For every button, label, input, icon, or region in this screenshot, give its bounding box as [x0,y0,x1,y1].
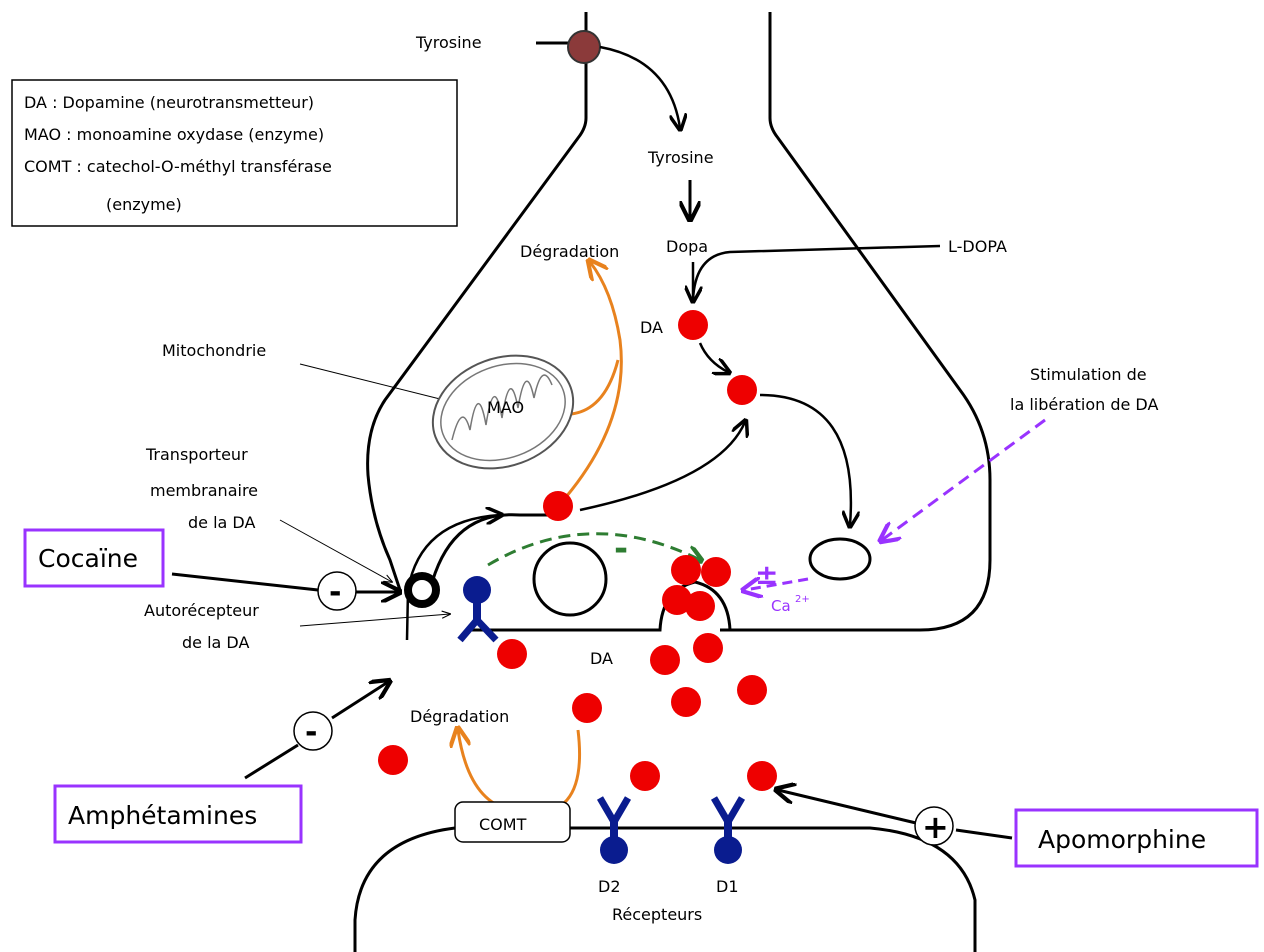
vesicle-right [810,539,870,579]
dopamine-dot [685,591,715,621]
mitochondrie-pointer [300,364,452,402]
cocaine-arrow-1 [172,574,318,590]
dopamine-dot [630,761,660,791]
recepteurs-label: Récepteurs [612,905,702,924]
degradation-bottom-arrow [458,730,580,813]
mitochondrie-label: Mitochondrie [162,341,266,360]
tyrosine-top-label: Tyrosine [415,33,482,52]
comt-label: COMT [479,815,527,834]
dopamine-dot [543,491,573,521]
apomorphine-label: Apomorphine [1038,825,1206,854]
l-dopa-arrow [693,246,940,300]
da-step-arrow [700,343,728,372]
amphetamines-label: Amphétamines [68,801,257,830]
legend-line-4: (enzyme) [106,195,182,214]
legend-line-1: DA : Dopamine (neurotransmetteur) [24,93,314,112]
autoreceptor-minus-sign: - [614,529,628,569]
postsynaptic-membrane [355,828,975,952]
amphetamines-arrow-2 [332,682,388,718]
autorecepteur-label-2: de la DA [182,633,249,652]
legend-line-3: COMT : catechol-O-méthyl transférase [24,157,332,176]
transporteur-label-2: membranaire [150,481,258,500]
degradation-top-label: Dégradation [520,242,619,261]
l-dopa-label: L-DOPA [948,237,1007,256]
dopamine-dot [747,761,777,791]
cocaine-label: Cocaïne [38,544,138,573]
d1-label: D1 [716,877,739,896]
da-cleft-label: DA [590,649,613,668]
ca-label: Ca [771,597,791,615]
mao-label: MAO [487,398,524,417]
tyrosine-arrow [600,47,680,128]
amphetamines-arrow-1 [245,745,298,778]
dopamine-dot [678,310,708,340]
dopamine-dot [701,557,731,587]
dopamine-dot [737,675,767,705]
legend-line-2: MAO : monoamine oxydase (enzyme) [24,125,324,144]
receptor-d1-icon [714,798,742,864]
transporteur-label-3: de la DA [188,513,255,532]
dopamine-dot [378,745,408,775]
dopamine-dot [650,645,680,675]
stimulation-arrow [882,420,1045,540]
da-to-vesicle-arrow [760,395,851,525]
amphetamines-minus-sign: - [305,715,317,750]
d2-label: D2 [598,877,621,896]
dopamine-dot [727,375,757,405]
autorecepteur-pointer [300,614,450,626]
apomorphine-arrow-1 [956,830,1012,838]
transporteur-label-1: Transporteur [145,445,248,464]
apomorphine-arrow-2 [778,790,916,823]
apomorphine-plus-sign: + [922,808,949,846]
ca-superscript: 2+ [795,594,810,605]
da-synth-label: DA [640,318,663,337]
stimulation-label-2: la libération de DA [1010,395,1158,414]
dopamine-dot [671,687,701,717]
cocaine-minus-sign: - [329,575,341,610]
receptor-d2-icon [600,798,628,864]
tyrosine-transporter-dot [568,31,600,63]
da-transporter-ring [408,576,436,604]
vesicle-center [534,543,606,615]
tyrosine-inner-label: Tyrosine [647,148,714,167]
dopamine-dot [671,555,701,585]
autorecepteur-label-1: Autorécepteur [144,601,259,620]
dopa-label: Dopa [666,237,708,256]
dopamine-dot [497,639,527,669]
degradation-bottom-label: Dégradation [410,707,509,726]
stimulation-label-1: Stimulation de [1030,365,1147,384]
dopamine-dot [693,633,723,663]
presynaptic-membrane-right [720,12,990,630]
dopamine-dot [572,693,602,723]
